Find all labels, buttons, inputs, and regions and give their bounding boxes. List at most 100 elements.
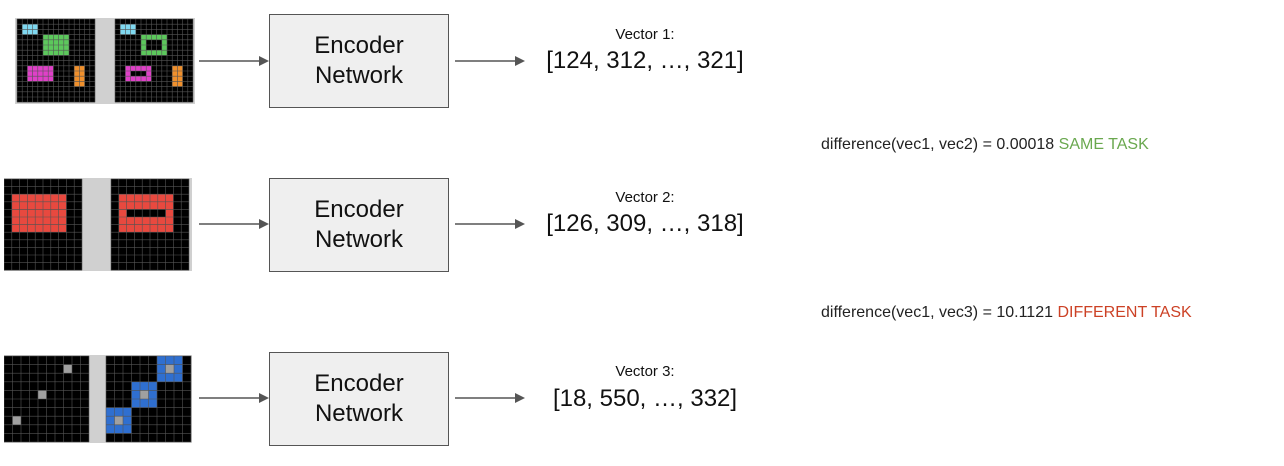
- comparison-1: difference(vec1, vec2) = 0.00018 SAME TA…: [821, 136, 1149, 154]
- arrow-to-encoder-2: [199, 219, 269, 229]
- grid-cell: [141, 50, 147, 56]
- grid-cell: [53, 34, 59, 40]
- grid-cell: [134, 201, 143, 210]
- grid-cell: [114, 424, 123, 434]
- grid-cell: [142, 194, 150, 202]
- grid-cell: [43, 71, 49, 77]
- grid-cell: [35, 201, 43, 210]
- grid-cell: [165, 373, 174, 382]
- grid-cell: [22, 24, 28, 30]
- grid-cell: [172, 76, 178, 82]
- grid-cell: [58, 209, 67, 217]
- grid-cell: [151, 34, 157, 40]
- grid-cell: [48, 45, 54, 51]
- grid-cell: [131, 399, 140, 408]
- grid-cell: [118, 224, 127, 233]
- grid-cell: [146, 71, 152, 77]
- grid-cell: [53, 45, 59, 51]
- encoder-label-line1: Encoder: [314, 370, 404, 397]
- grid-cell: [35, 194, 43, 202]
- grid-cell: [79, 76, 85, 82]
- same-task-verdict: SAME TASK: [1058, 136, 1149, 153]
- grid-cell: [118, 217, 127, 225]
- grid-cell: [58, 50, 64, 56]
- grid-cell: [58, 34, 64, 40]
- grid-cell: [43, 201, 51, 210]
- grid-cell: [43, 194, 51, 202]
- grid-cell: [126, 224, 135, 233]
- grid-cell: [126, 217, 135, 225]
- grid-cell: [177, 71, 183, 77]
- input-grid-1: [16, 18, 96, 103]
- grid-cell: [19, 194, 28, 202]
- grid-cell: [165, 201, 174, 210]
- example-pair-1-grids: [15, 18, 195, 104]
- grid-cell: [125, 24, 131, 30]
- comparison-2: difference(vec1, vec3) = 10.1121 DIFFERE…: [821, 304, 1192, 322]
- grid-cell: [120, 29, 126, 35]
- grid-cell: [118, 209, 127, 217]
- grid-cell: [148, 381, 157, 391]
- grid-cell: [130, 24, 136, 30]
- grid-cell: [53, 50, 59, 56]
- grid-cell: [48, 39, 54, 45]
- grid-cell: [43, 224, 51, 233]
- arrow-to-encoder-1: [199, 56, 269, 66]
- grid-cell: [27, 209, 36, 217]
- grid-cell: [165, 194, 174, 202]
- grid-cell: [63, 45, 69, 51]
- grid-cell: [43, 65, 49, 71]
- grid-cell: [125, 76, 131, 82]
- grid-cell: [165, 364, 174, 374]
- grid-cell: [123, 424, 132, 434]
- grid-cell: [27, 194, 36, 202]
- arrow-to-vector-1: [455, 56, 525, 66]
- grid-cell: [43, 76, 49, 82]
- example-pair-3: [4, 355, 192, 443]
- grid-cell: [157, 364, 166, 374]
- grid-cell: [135, 65, 141, 71]
- grid-cell: [150, 217, 158, 225]
- grid-cell: [53, 39, 59, 45]
- vector-value-2: [126, 309, …, 318]: [546, 210, 744, 237]
- grid-cell: [32, 29, 38, 35]
- grid-cell: [58, 194, 67, 202]
- grid-cell: [141, 65, 147, 71]
- example-pair-1: [15, 18, 195, 104]
- grid-cell: [37, 65, 43, 71]
- grid-cell: [63, 39, 69, 45]
- grid-cell: [134, 194, 143, 202]
- grid-cell: [130, 76, 136, 82]
- grid-cell: [43, 45, 49, 51]
- example-pair-3-grids: [4, 355, 192, 443]
- comparison-2-text: difference(vec1, vec3) = 10.1121: [821, 304, 1053, 321]
- grid-cell: [130, 65, 136, 71]
- arrow-to-encoder-3: [199, 393, 269, 403]
- grid-cell: [161, 34, 167, 40]
- grid-cell: [58, 224, 67, 233]
- grid-cell: [134, 217, 143, 225]
- grid-cell: [141, 76, 147, 82]
- grid-cell: [74, 65, 80, 71]
- grid-cell: [35, 217, 43, 225]
- grid-cell: [35, 224, 43, 233]
- grid-cell: [146, 50, 152, 56]
- grid-cell: [106, 424, 115, 434]
- grid-cell: [130, 29, 136, 35]
- grid-cell: [157, 194, 166, 202]
- grid-cell: [125, 29, 131, 35]
- grid-cell: [37, 76, 43, 82]
- grid-cell: [79, 81, 85, 87]
- grid-cell: [131, 390, 140, 399]
- grid-cell: [141, 34, 147, 40]
- grid-cell: [58, 39, 64, 45]
- input-grid-3: [4, 355, 90, 443]
- grid-cell: [11, 201, 20, 210]
- encoder-label-line1: Encoder: [314, 196, 404, 223]
- arrow-to-vector-3: [455, 393, 525, 403]
- grid-cell: [19, 209, 28, 217]
- grid-cell: [27, 201, 36, 210]
- grid-cell: [35, 209, 43, 217]
- grid-cell: [48, 71, 54, 77]
- grid-cell: [11, 217, 20, 225]
